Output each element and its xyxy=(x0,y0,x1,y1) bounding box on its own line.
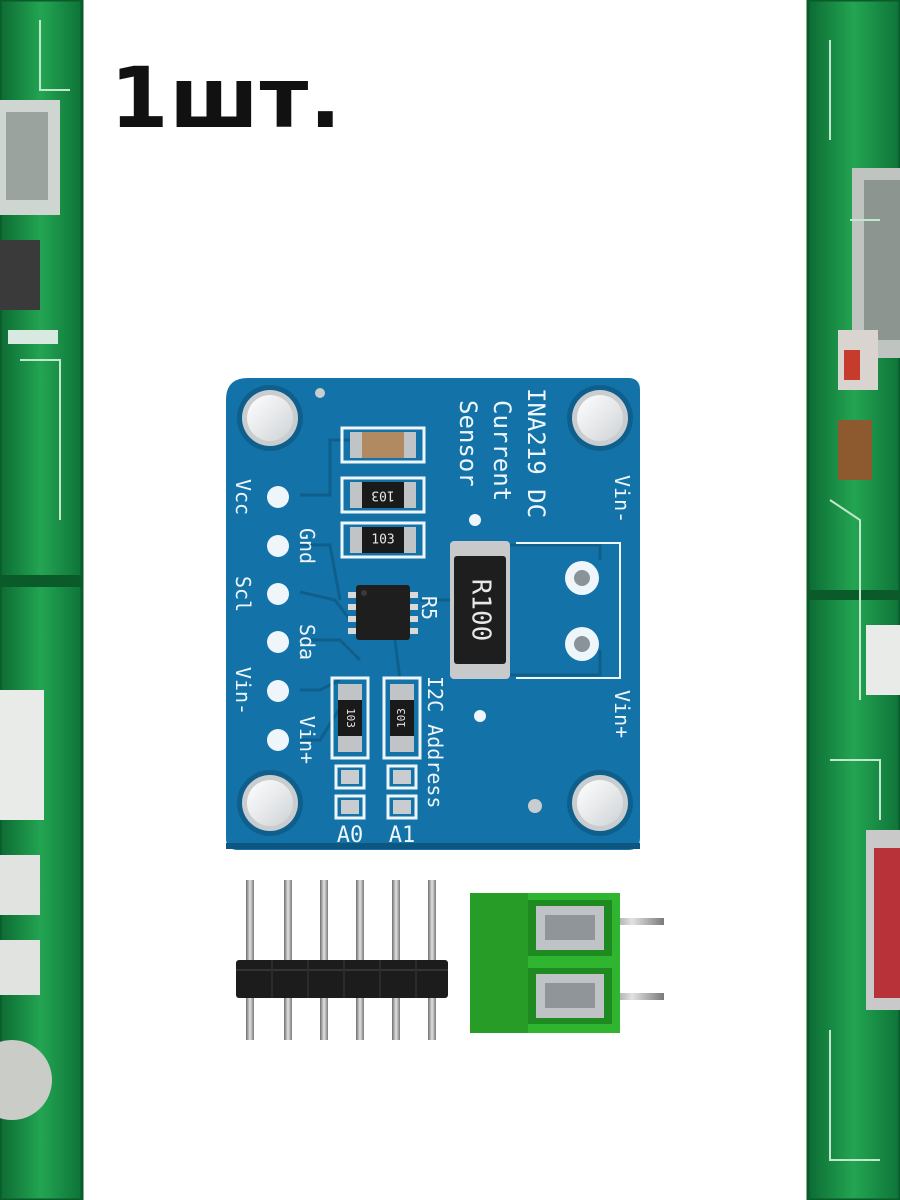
address-pad-a1: A1 xyxy=(389,823,416,848)
terminal-label-vin-plus: Vin+ xyxy=(610,690,634,738)
pin-label-sda: Sda xyxy=(295,624,319,660)
address-resistors: 103 103 xyxy=(330,676,422,760)
ina219-board: Vcc Gnd Scl Sda Vin- Vin+ INA219 DC Curr… xyxy=(226,378,640,850)
pin-label-vin-minus: Vin- xyxy=(231,667,255,715)
resistor-marking-4: 103 xyxy=(395,708,408,728)
header-pads xyxy=(267,486,289,751)
ina219-chip xyxy=(348,585,418,640)
mounting-holes xyxy=(237,385,633,836)
screw-terminal xyxy=(470,893,664,1033)
pin-label-scl: Scl xyxy=(231,576,255,612)
resistor-marking-3: 103 xyxy=(344,708,357,728)
address-jumpers xyxy=(334,764,418,820)
left-pcb-strip xyxy=(0,0,84,1200)
terminal-footprint xyxy=(516,542,621,679)
quantity-label: 1шт. xyxy=(110,49,343,147)
pin-header xyxy=(236,880,448,1040)
pin-label-vin-plus: Vin+ xyxy=(295,716,319,764)
smd-components-top: 103 103 xyxy=(340,426,426,559)
pin-label-gnd: Gnd xyxy=(295,528,319,564)
i2c-address-label: I2C Address xyxy=(423,676,447,808)
address-pad-a0: A0 xyxy=(337,823,364,848)
pin-label-vcc: Vcc xyxy=(231,479,255,515)
board-title-line1: INA219 DC xyxy=(522,388,550,518)
shunt-marking: R100 xyxy=(466,579,496,642)
right-pcb-strip xyxy=(806,0,900,1200)
board-title-line2: Current xyxy=(488,400,516,501)
shunt-ref-label: R5 xyxy=(417,596,441,620)
board-title-line3: Sensor xyxy=(454,400,482,487)
terminal-label-vin-minus: Vin- xyxy=(610,475,634,523)
shunt-resistor: R100 xyxy=(450,541,510,679)
board-traces xyxy=(299,438,602,742)
resistor-marking-1: 103 xyxy=(371,488,394,503)
resistor-marking-2: 103 xyxy=(371,533,394,548)
